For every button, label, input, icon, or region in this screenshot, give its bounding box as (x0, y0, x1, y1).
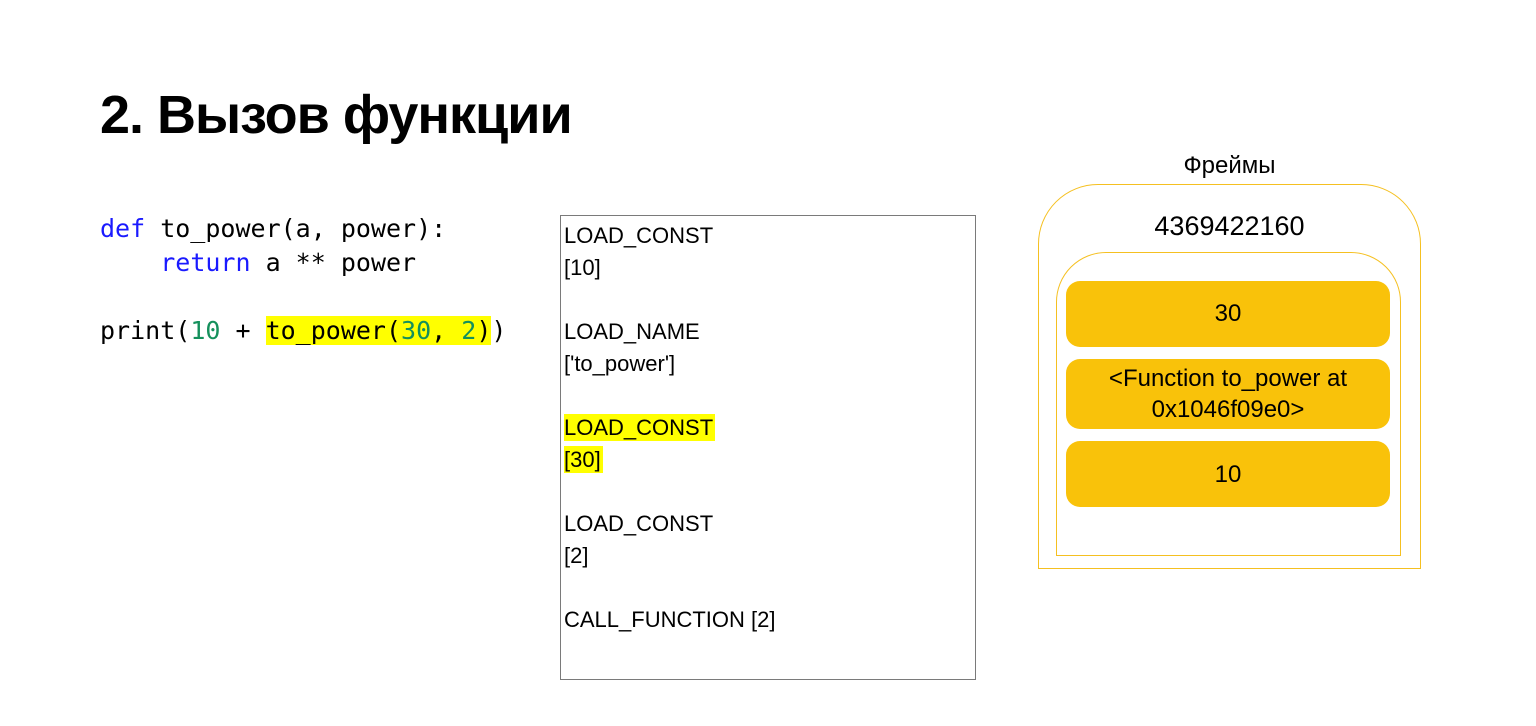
blank-line (564, 380, 975, 412)
blank-line (564, 572, 975, 604)
code-text: ) (491, 316, 507, 345)
bytecode-arg-highlighted: [30] (564, 446, 603, 473)
code-text: to_power(a, power): (145, 214, 447, 243)
blank-line (564, 284, 975, 316)
code-text: + (220, 316, 266, 345)
bytecode-box: LOAD_CONST [10] LOAD_NAME ['to_power'] L… (560, 215, 976, 680)
bytecode-op: LOAD_CONST (564, 223, 714, 248)
value-stack: 30 <Function to_power at 0x1046f09e0> 10 (1066, 281, 1390, 508)
bytecode-arg: ['to_power'] (564, 351, 676, 376)
blank-line (564, 476, 975, 508)
bytecode-op: LOAD_CONST (564, 511, 714, 536)
number-literal: 10 (190, 316, 221, 345)
keyword-def: def (100, 214, 146, 243)
code-line-blank (100, 280, 506, 314)
code-line-return: return a ** power (100, 246, 506, 280)
code-line-def: def to_power(a, power): (100, 212, 506, 246)
code-indent (100, 248, 160, 277)
bytecode-arg: [2] (564, 543, 589, 568)
code-text: print( (100, 316, 191, 345)
frame-outer-box: 4369422160 30 <Function to_power at 0x10… (1038, 184, 1421, 569)
bytecode-op: CALL_FUNCTION [2] (564, 607, 776, 632)
frames-label: Фреймы (1183, 152, 1276, 179)
stack-item: 10 (1066, 441, 1390, 508)
number-literal: 30 (401, 316, 432, 345)
number-literal: 2 (461, 316, 477, 345)
stack-item: <Function to_power at 0x1046f09e0> (1066, 359, 1390, 430)
bytecode-op: LOAD_NAME (564, 319, 700, 344)
code-line-print: print(10 + to_power(30, 2)) (100, 314, 506, 348)
keyword-return: return (160, 248, 251, 277)
code-text: a ** power (250, 248, 417, 277)
bytecode-op-highlighted: LOAD_CONST (564, 414, 716, 441)
highlighted-call: to_power( (265, 316, 402, 345)
highlighted-call: , (431, 316, 462, 345)
value-stack-box: 30 <Function to_power at 0x1046f09e0> 10 (1056, 252, 1401, 556)
stack-item: 30 (1066, 281, 1390, 347)
bytecode-arg: [10] (564, 255, 601, 280)
slide-title: 2. Вызов функции (100, 85, 573, 146)
code-block: def to_power(a, power): return a ** powe… (100, 212, 506, 348)
frame-id: 4369422160 (1154, 211, 1305, 241)
highlighted-call: ) (476, 316, 492, 345)
